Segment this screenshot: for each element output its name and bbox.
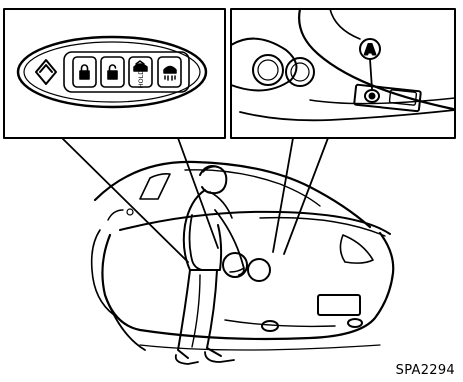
hold-label: HOLD [137, 70, 145, 89]
lock-icon [80, 65, 89, 79]
panic-icon [164, 67, 176, 81]
person-figure [176, 166, 244, 364]
trunk-open-icon [134, 61, 147, 71]
key-fob-inset: HOLD [4, 9, 225, 138]
unlock-button [101, 57, 124, 87]
lock-button [73, 57, 96, 87]
callout-a-label: A [365, 43, 376, 59]
trunk-button: HOLD [129, 57, 152, 88]
car-rear [92, 162, 394, 350]
unlock-icon [108, 65, 117, 79]
trunk-detail-inset [231, 9, 455, 138]
panic-button [158, 57, 181, 87]
brand-logo-icon [36, 60, 56, 84]
figure-code: SPA2294 [396, 363, 455, 378]
